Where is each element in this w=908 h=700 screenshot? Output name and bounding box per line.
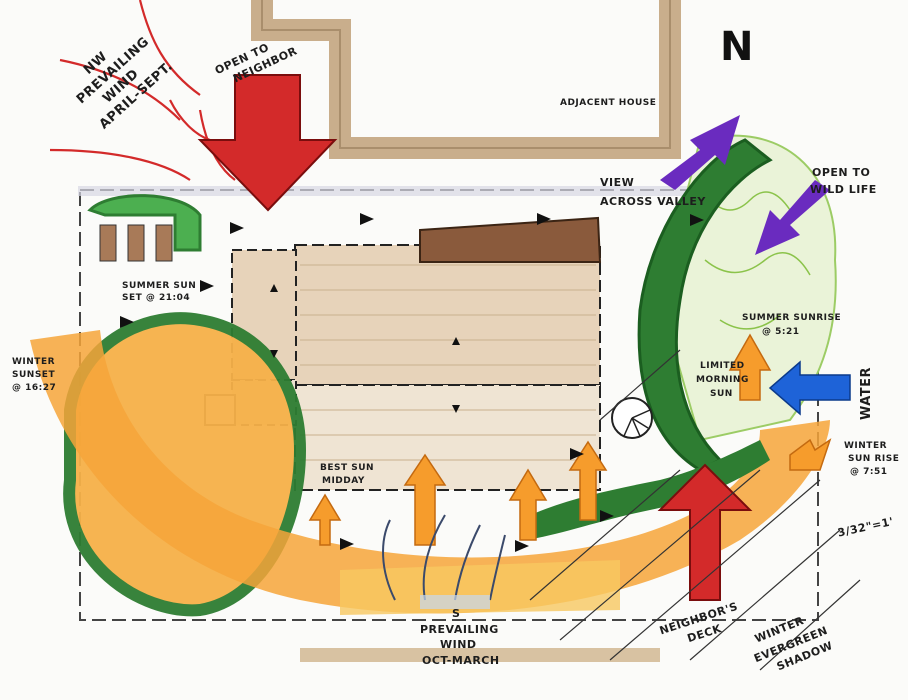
bottom-strip — [300, 648, 660, 662]
svg-text:SUMMER SUN: SUMMER SUN — [122, 281, 196, 291]
svg-text:WINTER: WINTER — [12, 357, 55, 367]
svg-text:VIEW: VIEW — [600, 176, 634, 189]
svg-text:OCT-MARCH: OCT-MARCH — [422, 654, 500, 667]
winter-shadow-hatching — [529, 349, 861, 671]
svg-text:S: S — [452, 607, 460, 620]
south-wind-strokes — [382, 514, 506, 601]
view-across-valley-label: VIEW ACROSS VALLEY — [600, 176, 706, 208]
svg-text:BEST SUN: BEST SUN — [320, 463, 374, 473]
winter-shadow-label: WINTER EVERGREEN SHADOW — [752, 614, 835, 673]
deck — [419, 216, 602, 263]
nw-wind-label: NW PREVAILING WIND APRIL-SEPT. — [74, 34, 176, 132]
winter-sunset-label: WINTER SUNSET @ 16:27 — [12, 357, 56, 393]
svg-text:@ 16:27: @ 16:27 — [12, 383, 56, 393]
svg-text:LIMITED: LIMITED — [700, 361, 745, 371]
summer-sunrise-label: SUMMER SUNRISE @ 5:21 — [742, 313, 841, 337]
open-to-wildlife-label: OPEN TO WILD LIFE — [810, 166, 877, 196]
svg-text:SUMMER SUNRISE: SUMMER SUNRISE — [742, 313, 841, 323]
open-to-wildlife-arrow — [755, 180, 830, 255]
sun-arrows — [308, 333, 832, 546]
svg-text:@ 5:21: @ 5:21 — [762, 327, 800, 337]
view-across-valley-arrow — [660, 115, 740, 190]
limited-morning-sun-label: LIMITED MORNING SUN — [696, 361, 749, 399]
svg-text:MIDDAY: MIDDAY — [322, 476, 365, 486]
adjacent-house: ADJACENT HOUSE — [251, 0, 681, 159]
svg-text:WIND: WIND — [440, 638, 477, 651]
winter-sunrise-label: WINTER SUN RISE @ 7:51 — [844, 441, 899, 477]
neighbors-deck-arrow — [657, 463, 753, 601]
house-arrows — [270, 284, 460, 413]
adjacent-house-label: ADJACENT HOUSE — [560, 98, 656, 108]
svg-text:@ 7:51: @ 7:51 — [850, 467, 888, 477]
svg-text:WILD LIFE: WILD LIFE — [810, 183, 877, 196]
north-label: N — [720, 24, 753, 70]
svg-text:SUN RISE: SUN RISE — [848, 454, 899, 464]
wind-arrowheads — [120, 213, 704, 552]
svg-text:SUNSET: SUNSET — [12, 370, 55, 380]
water-arrow — [768, 360, 851, 416]
garden-beds — [87, 194, 202, 262]
spiral-stair — [611, 397, 653, 439]
sun-path-band — [30, 330, 830, 614]
svg-text:PREVAILING: PREVAILING — [420, 623, 499, 636]
svg-text:WINTER: WINTER — [844, 441, 887, 451]
scale-label: 3/32"=1' — [836, 515, 894, 540]
summer-sunset-label: SUMMER SUN SET @ 21:04 — [122, 281, 196, 303]
svg-text:SET @ 21:04: SET @ 21:04 — [122, 293, 190, 303]
south-wind-label: S PREVAILING WIND OCT-MARCH — [420, 607, 500, 667]
open-to-neighbor-arrow — [197, 74, 338, 212]
svg-text:OPEN TO: OPEN TO — [812, 166, 870, 179]
svg-text:ACROSS VALLEY: ACROSS VALLEY — [600, 195, 706, 208]
svg-text:MORNING: MORNING — [696, 375, 749, 385]
best-sun-label: BEST SUN MIDDAY — [320, 463, 374, 486]
svg-text:SUN: SUN — [710, 389, 733, 399]
water-label: WATER — [859, 367, 874, 420]
